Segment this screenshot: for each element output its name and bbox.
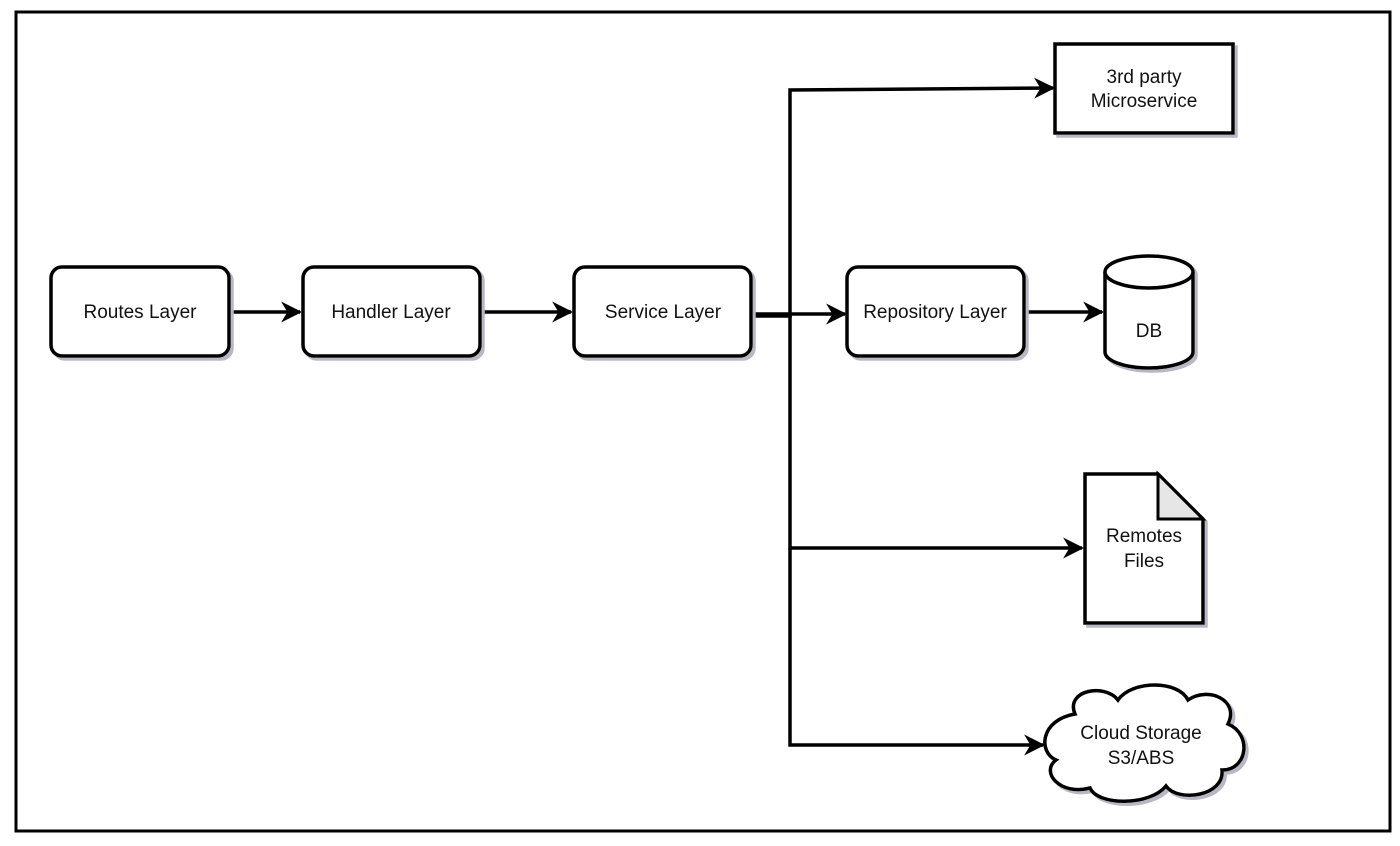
cloud-storage-label-line2: S3/ABS: [1108, 748, 1175, 769]
microservice-label-line2: Microservice: [1091, 91, 1198, 112]
microservice-box: [1053, 42, 1235, 135]
node-remote-files: Remotes Files: [1083, 470, 1207, 625]
node-handler-layer: Handler Layer: [301, 265, 482, 358]
node-cloud-storage: Cloud Storage S3/ABS: [1043, 683, 1246, 803]
db-label: DB: [1136, 321, 1162, 342]
node-microservice: 3rd party Microservice: [1053, 42, 1235, 135]
repository-layer-label: Repository Layer: [863, 302, 1007, 323]
edges: [230, 77, 1105, 756]
handler-layer-label: Handler Layer: [331, 302, 451, 323]
node-repository-layer: Repository Layer: [845, 265, 1026, 358]
remote-files-label-line2: Files: [1124, 551, 1164, 572]
service-layer-label: Service Layer: [605, 302, 722, 323]
routes-layer-label: Routes Layer: [83, 302, 197, 323]
service-layer-box: [572, 265, 753, 358]
handler-layer-box: [301, 265, 482, 358]
cloud-storage-shape: [1043, 683, 1246, 803]
remote-files-label-line1: Remotes: [1106, 526, 1182, 547]
repository-layer-box: [845, 265, 1026, 358]
cloud-storage-label-line1: Cloud Storage: [1080, 723, 1201, 744]
node-routes-layer: Routes Layer: [49, 265, 231, 358]
node-service-layer: Service Layer: [572, 265, 753, 358]
edge-service-to-microservice: [752, 77, 1056, 318]
edge-service-to-cloud-storage: [788, 548, 1046, 756]
microservice-label-line1: 3rd party: [1107, 67, 1182, 88]
routes-layer-box: [49, 265, 231, 358]
db-cylinder-top: [1103, 254, 1195, 290]
node-db: [1103, 254, 1195, 370]
db-cylinder-body: [1103, 272, 1195, 370]
remote-files-fold: [1156, 470, 1207, 521]
